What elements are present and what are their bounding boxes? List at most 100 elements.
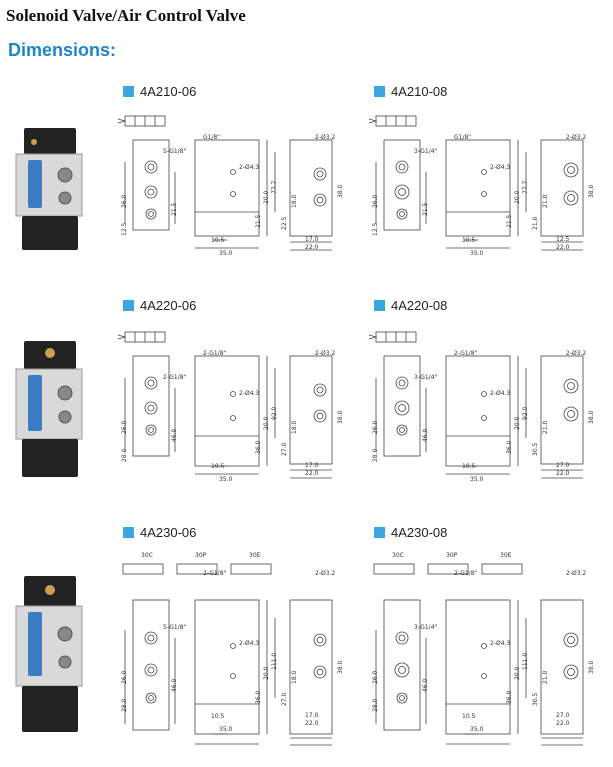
- port-label: 2-G1/8": [163, 374, 187, 381]
- bullet-square-icon: [374, 300, 385, 311]
- dim-height-1: 26.0: [372, 420, 379, 434]
- hole-label: 2-Ø4.3: [490, 390, 511, 397]
- pilot-label: 30E: [500, 552, 512, 559]
- dim-vertical-4: 27.0: [281, 442, 288, 456]
- hole-label: 2-Ø4.3: [239, 390, 260, 397]
- dim-height-2: 46.0: [422, 678, 429, 692]
- port-top-label: 2-G1/8": [454, 350, 478, 357]
- port-top-label: 2-G1/8": [203, 350, 227, 357]
- port-label: 5-G1/8": [163, 148, 187, 155]
- dim-side-2: 38.0: [337, 660, 344, 674]
- dimension-drawing-4a230-06: [115, 548, 355, 753]
- side-hole-label: 2-Ø3.2: [315, 570, 336, 577]
- valve-symbol-icon: [122, 563, 272, 575]
- dim-width-2: 35.0: [470, 476, 484, 483]
- model-label-4a210-08: 4A210-08: [374, 84, 447, 99]
- dim-height-2: 21.5: [422, 202, 429, 216]
- pilot-label: 30C: [392, 552, 404, 559]
- dim-vertical-3: 21.5: [506, 214, 513, 228]
- dim-height-2: 46.0: [171, 678, 178, 692]
- dim-vertical-3: 36.0: [255, 440, 262, 454]
- dimension-drawing-4a220-08: [366, 328, 606, 493]
- dim-side-2: 38.0: [588, 410, 595, 424]
- pilot-label: 30P: [195, 552, 207, 559]
- pilot-label: 30C: [141, 552, 153, 559]
- bullet-square-icon: [374, 86, 385, 97]
- dim-width-1: 10.5: [462, 463, 476, 470]
- hole-label: 2-Ø4.3: [490, 640, 511, 647]
- dim-side-2: 38.0: [588, 660, 595, 674]
- dimension-drawing-4a220-06: [115, 328, 355, 493]
- dim-height-3: 28.0: [121, 448, 128, 462]
- dim-side-2: 38.0: [588, 184, 595, 198]
- valve-product-image-4a220: [15, 341, 83, 477]
- dim-vertical-2: 92.0: [271, 406, 278, 420]
- dim-width-1: 10.5: [211, 237, 225, 244]
- hole-label: 2-Ø4.3: [490, 164, 511, 171]
- dim-vertical-3: 36.0: [506, 690, 513, 704]
- valve-product-image-4a230: [15, 576, 83, 732]
- port-label: 3-G1/4": [414, 624, 438, 631]
- dim-width-1: 10.5: [462, 237, 476, 244]
- port-top-label: 2-G1/8": [454, 570, 478, 577]
- dim-side-1: 18.0: [291, 420, 298, 434]
- side-hole-label: 2-Ø3.2: [566, 134, 587, 141]
- dim-width-1: 10.5: [211, 713, 225, 720]
- dim-height-2: 46.0: [171, 428, 178, 442]
- dimension-drawing-4a210-08: [366, 112, 606, 277]
- dim-width-1: 10.5: [211, 463, 225, 470]
- pilot-label: 30E: [249, 552, 261, 559]
- hole-label: 2-Ø4.3: [239, 640, 260, 647]
- dim-vertical-4: 21.0: [532, 216, 539, 230]
- dim-height-1: 26.0: [372, 194, 379, 208]
- dim-vertical-4: 30.5: [532, 692, 539, 706]
- side-hole-label: 2-Ø3.2: [315, 350, 336, 357]
- dim-side-1: 18.0: [291, 670, 298, 684]
- dim-side-3: 17.0: [305, 712, 319, 719]
- side-hole-label: 2-Ø3.2: [315, 134, 336, 141]
- bullet-square-icon: [123, 527, 134, 538]
- dim-height-3: 12.5: [372, 222, 379, 236]
- dimension-drawing-4a210-06: [115, 112, 355, 277]
- valve-symbol-icon: [368, 331, 417, 343]
- dim-vertical-3: 36.0: [506, 440, 513, 454]
- dim-width-2: 35.0: [470, 726, 484, 733]
- valve-product-image-4a210: [15, 128, 83, 250]
- dim-height-3: 28.0: [121, 698, 128, 712]
- dim-vertical-1: 20.0: [514, 666, 521, 680]
- dim-vertical-4: 27.0: [281, 692, 288, 706]
- dim-width-2: 35.0: [219, 476, 233, 483]
- dim-height-3: 28.0: [372, 448, 379, 462]
- dim-vertical-3: 36.0: [255, 690, 262, 704]
- dim-side-4: 22.0: [556, 720, 570, 727]
- dim-side-1: 21.0: [542, 670, 549, 684]
- dim-vertical-1: 20.0: [514, 416, 521, 430]
- dim-height-2: 46.0: [422, 428, 429, 442]
- dim-width-2: 35.0: [219, 726, 233, 733]
- dim-side-3: 12.5: [556, 236, 570, 243]
- dim-side-4: 22.0: [556, 244, 570, 251]
- pilot-label: 30P: [446, 552, 458, 559]
- port-label: 3-G1/4": [414, 374, 438, 381]
- dim-side-3: 27.0: [556, 712, 570, 719]
- dim-side-1: 18.0: [291, 194, 298, 208]
- dim-height-1: 26.0: [121, 194, 128, 208]
- valve-symbol-icon: [117, 331, 166, 343]
- port-label: 3-G1/4": [414, 148, 438, 155]
- dim-vertical-2: 77.7: [522, 180, 529, 194]
- dim-vertical-3: 21.5: [255, 214, 262, 228]
- model-label-4a210-06: 4A210-06: [123, 84, 196, 99]
- dim-side-3: 17.0: [305, 462, 319, 469]
- dim-vertical-2: 111.0: [522, 652, 529, 670]
- valve-symbol-icon: [373, 563, 523, 575]
- dim-height-2: 21.5: [171, 202, 178, 216]
- dim-vertical-2: 92.0: [522, 406, 529, 420]
- port-top-label: G1/8": [203, 134, 221, 141]
- dim-width-2: 35.0: [219, 250, 233, 257]
- dim-height-1: 26.0: [121, 420, 128, 434]
- dim-vertical-4: 30.5: [532, 442, 539, 456]
- page-title: Solenoid Valve/Air Control Valve: [6, 6, 246, 25]
- dim-vertical-1: 20.0: [263, 190, 270, 204]
- dim-vertical-2: 111.0: [271, 652, 278, 670]
- dim-width-2: 35.0: [470, 250, 484, 257]
